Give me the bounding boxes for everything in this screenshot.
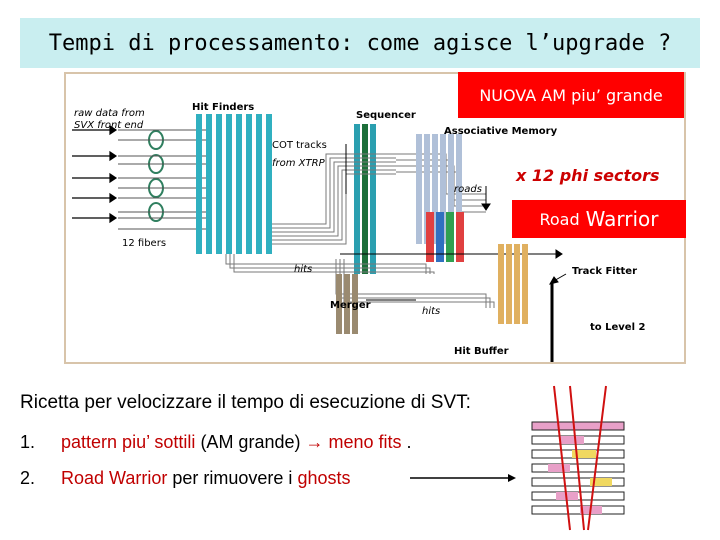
item-1-red2: meno fits (328, 432, 402, 452)
svt-diagram: raw data from SVX front end Hit Finders … (64, 72, 686, 364)
input-lines (118, 129, 206, 230)
cot-tracks-label: COT tracks (272, 140, 327, 151)
roads-arrow (481, 186, 491, 211)
phi-sectors-label: x 12 phi sectors (516, 166, 660, 185)
merger-label: Merger (330, 300, 371, 311)
fibers-label: 12 fibers (122, 238, 167, 249)
am-output-boards (426, 212, 464, 262)
ghost-tracks (553, 385, 607, 531)
hit-finders-label: Hit Finders (192, 102, 255, 113)
sequencer-boards (354, 124, 376, 274)
cable-bundles (225, 153, 495, 308)
svt-diagram-graphics (72, 114, 567, 362)
item-1-black: (AM grande) (200, 432, 306, 452)
item-2-red2: ghosts (297, 468, 351, 488)
hits-label-1: hits (294, 264, 313, 275)
hit-finder-boards (196, 114, 272, 254)
item-2-number: 2. (20, 468, 36, 488)
recipe-block: Ricetta per velocizzare il tempo di esec… (20, 392, 471, 414)
hit-buffer-label: Hit Buffer (454, 346, 509, 357)
nuova-am-callout: NUOVA AM piu’ grande (458, 72, 684, 118)
from-xtrp-label: from XTRP (272, 158, 325, 169)
item-1-red: pattern piu’ sottili (61, 432, 196, 452)
input-arrows (72, 124, 118, 224)
raw-data-text: raw data from SVX front end (74, 108, 145, 131)
hits-label-2: hits (422, 306, 441, 317)
road-warrior-text-b: Warrior (585, 207, 659, 231)
roads-label: roads (454, 184, 482, 195)
title-bar: Tempi di processamento: come agisce l’up… (20, 18, 700, 68)
sequencer-label: Sequencer (356, 110, 416, 121)
to-level2-label: to Level 2 (590, 322, 646, 333)
item-1-tail: . (406, 432, 412, 452)
item-2-black: per rimuovere i (172, 468, 298, 488)
nuova-am-text: NUOVA AM piu’ grande (479, 85, 663, 105)
road-warrior-text-a: Road (539, 209, 580, 229)
track-fitter-boards (498, 244, 528, 324)
associative-memory-boards (416, 134, 462, 244)
track-fitter-label: Track Fitter (572, 266, 637, 277)
raw-data-label: raw data from SVX front end (74, 108, 160, 132)
item-1-number: 1. (20, 432, 36, 452)
recipe-heading: Ricetta per velocizzare il tempo di esec… (20, 392, 471, 413)
track-fitter-arrow (548, 273, 567, 285)
associative-memory-label: Associative Memory (444, 126, 558, 137)
page-title: Tempi di processamento: come agisce l’up… (48, 30, 672, 56)
arrow-icon: → (305, 432, 324, 452)
road-grid (531, 421, 625, 515)
road-warrior-callout: Road Warrior (512, 200, 686, 238)
list-item-2: 2. Road Warrior per rimuovere i ghosts (20, 468, 350, 489)
item-2-red: Road Warrior (61, 468, 168, 488)
merger-boards (336, 274, 358, 334)
ghosts-arrow-head (508, 474, 516, 482)
fiber-circles (148, 130, 164, 222)
list-item-1: 1. pattern piu’ sottili (AM grande) → me… (20, 432, 412, 453)
